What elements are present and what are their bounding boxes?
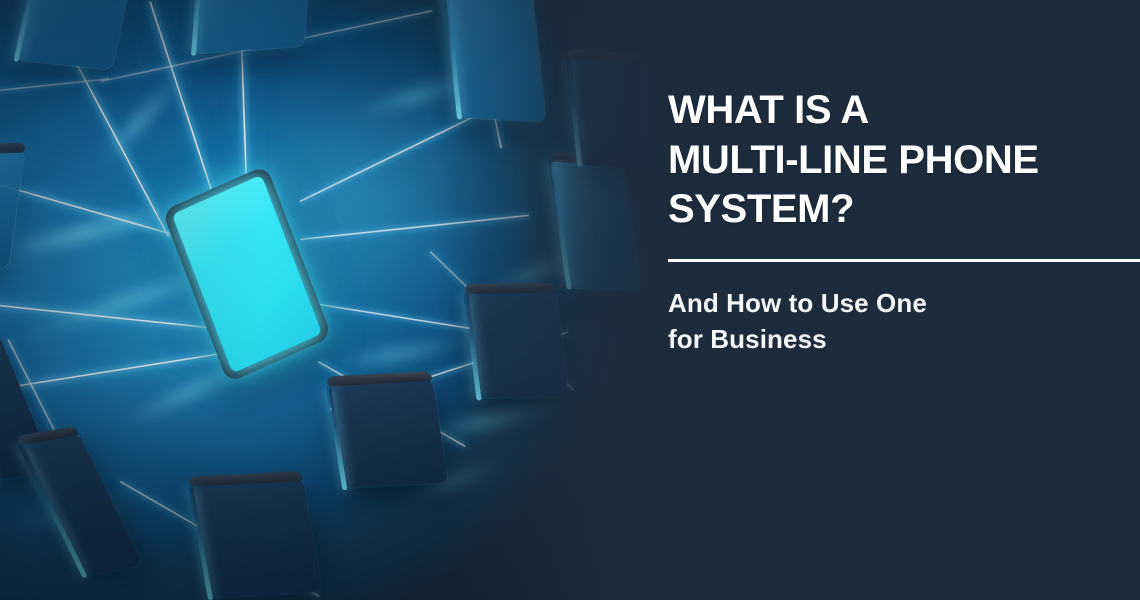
scene-edge-fade bbox=[430, 0, 660, 600]
phone-network-illustration bbox=[0, 0, 660, 600]
title-divider bbox=[668, 259, 1140, 262]
phone-sheen bbox=[550, 158, 642, 292]
connector-line bbox=[0, 300, 249, 334]
perimeter-line bbox=[468, 1, 503, 149]
connector-line bbox=[299, 112, 481, 203]
hero-phone-device bbox=[161, 164, 333, 384]
light-streak bbox=[8, 493, 139, 531]
light-streak bbox=[95, 72, 185, 170]
network-phone bbox=[190, 0, 313, 56]
phone-rim-glow bbox=[442, 0, 463, 120]
hero-phone-screen bbox=[171, 174, 323, 374]
subtitle-line-2: for Business bbox=[668, 323, 827, 354]
network-phone bbox=[463, 282, 569, 401]
text-panel: WHAT IS A MULTI-LINE PHONE SYSTEM? And H… bbox=[660, 0, 1140, 600]
network-phone bbox=[187, 471, 323, 600]
light-streak bbox=[18, 256, 251, 342]
perimeter-line bbox=[558, 156, 605, 291]
connector-line bbox=[68, 50, 170, 238]
connector-line bbox=[317, 360, 466, 448]
light-streak bbox=[328, 335, 469, 372]
phone-rim-glow bbox=[187, 485, 214, 600]
perimeter-line bbox=[428, 250, 575, 392]
light-streak bbox=[418, 396, 568, 443]
connector-line bbox=[299, 300, 548, 343]
floor-glow-left bbox=[0, 120, 500, 540]
network-phone bbox=[565, 48, 659, 171]
connector-line bbox=[0, 348, 247, 395]
phone-rim-glow bbox=[565, 57, 583, 168]
light-streak bbox=[353, 72, 482, 119]
scene-vignette bbox=[0, 0, 660, 600]
phone-sheen bbox=[193, 0, 313, 54]
connector-line bbox=[299, 213, 529, 241]
phone-edge bbox=[567, 48, 648, 65]
light-streak bbox=[398, 457, 506, 506]
perimeter-line bbox=[119, 480, 320, 598]
connector-line bbox=[0, 172, 249, 258]
light-streak bbox=[477, 245, 594, 301]
connector-line bbox=[148, 1, 214, 193]
network-phone bbox=[0, 142, 26, 271]
phone-rim-glow bbox=[190, 0, 205, 56]
phone-sheen bbox=[0, 149, 25, 271]
phone-edge bbox=[0, 142, 26, 155]
phone-sheen bbox=[444, 0, 546, 122]
light-streak bbox=[117, 346, 276, 432]
phone-edge bbox=[188, 471, 303, 487]
phone-rim-glow bbox=[13, 0, 43, 62]
floor-glow-top bbox=[150, 30, 580, 360]
phone-sheen bbox=[15, 0, 137, 70]
network-phone bbox=[13, 0, 137, 70]
phone-rim-glow bbox=[463, 293, 482, 401]
connector-line bbox=[238, 1, 249, 192]
headline-line-1: WHAT IS A bbox=[668, 88, 869, 132]
page-subtitle: And How to Use One for Business bbox=[668, 286, 1108, 358]
network-phone bbox=[15, 425, 144, 578]
perimeter-line bbox=[99, 9, 433, 83]
phone-edge bbox=[326, 371, 433, 387]
phone-rim-glow bbox=[548, 160, 572, 290]
phone-rim-glow bbox=[325, 385, 348, 491]
page-title: WHAT IS A MULTI-LINE PHONE SYSTEM? bbox=[668, 86, 1140, 235]
network-phone bbox=[548, 151, 642, 292]
light-streak bbox=[0, 199, 196, 263]
perimeter-line bbox=[6, 338, 119, 555]
phone-rim-glow bbox=[17, 443, 88, 578]
phone-edge bbox=[15, 425, 80, 446]
headline-line-2: MULTI-LINE PHONE bbox=[668, 137, 1039, 182]
network-phone bbox=[325, 371, 449, 491]
perimeter-line bbox=[329, 330, 569, 411]
subtitle-line-1: And How to Use One bbox=[668, 288, 927, 318]
perimeter-line bbox=[0, 77, 110, 95]
network-phone bbox=[0, 333, 55, 481]
network-phone bbox=[442, 0, 546, 122]
phone-edge bbox=[464, 282, 557, 295]
phone-edge bbox=[549, 151, 624, 166]
headline-line-3: SYSTEM? bbox=[668, 187, 855, 232]
